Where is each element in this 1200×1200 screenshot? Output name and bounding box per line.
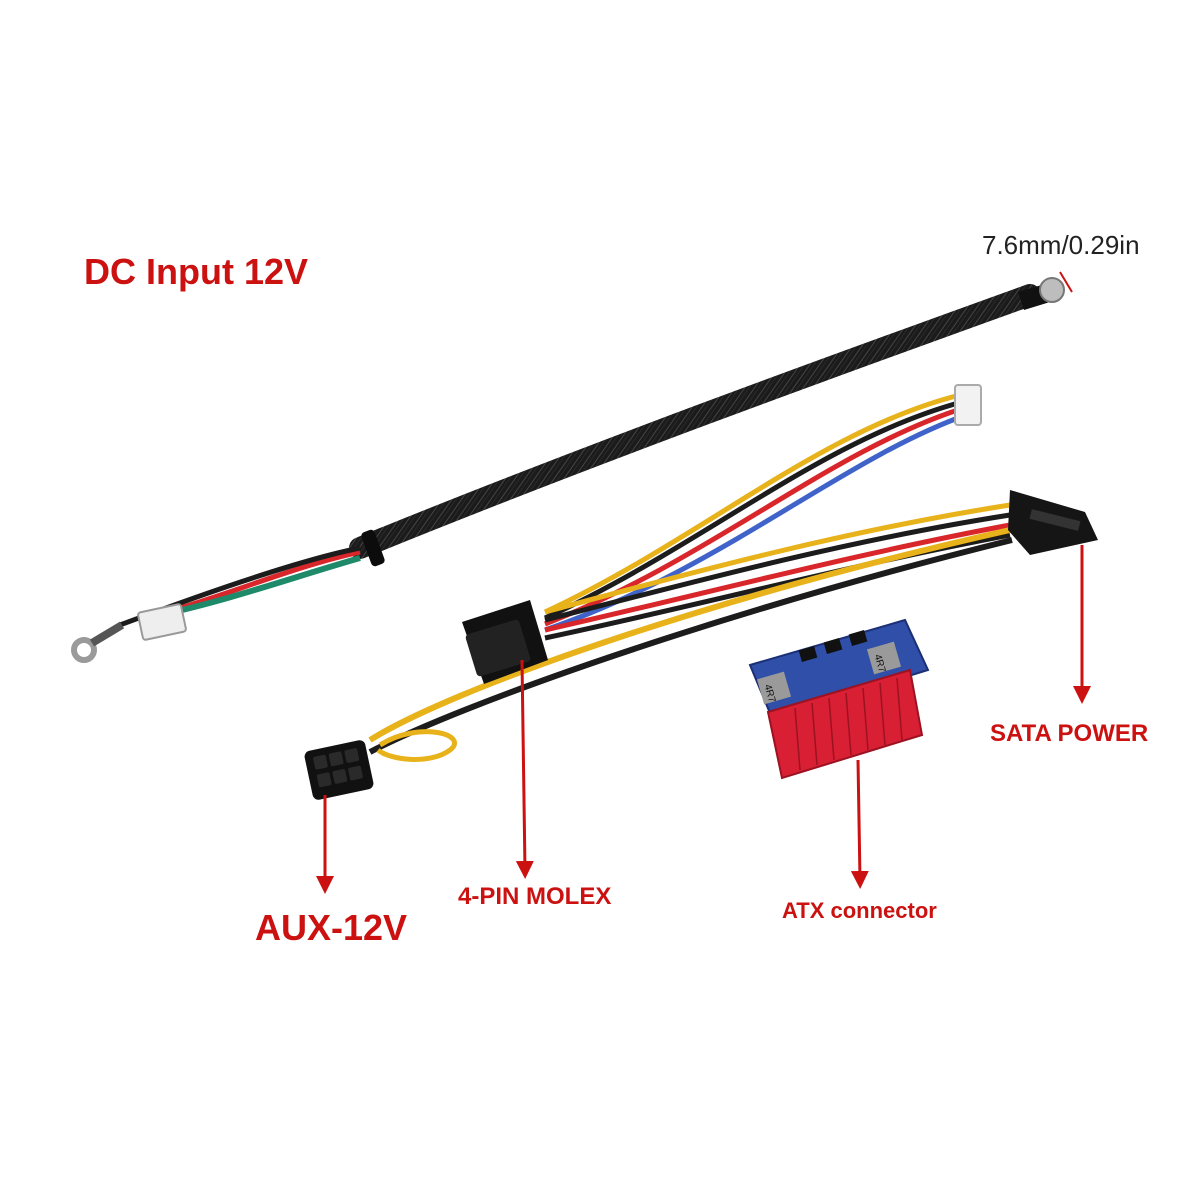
four-pin-header — [954, 384, 982, 426]
aux-connector — [304, 740, 374, 800]
harness-wire-black-top — [543, 399, 963, 621]
aux-wire-yellow — [368, 527, 1011, 743]
molex-label: 4-PIN MOLEX — [458, 883, 612, 910]
dc-barrel-plug — [1039, 277, 1065, 303]
aux-wire-yellow-loop — [376, 729, 458, 762]
ring-terminal — [71, 637, 97, 663]
cable-tie — [361, 529, 385, 567]
aux-pin — [332, 769, 348, 784]
sata-power-connector — [1008, 490, 1098, 555]
board-marking: 4R7 — [872, 653, 888, 674]
wire-harness — [368, 384, 1013, 762]
sata-wire-red — [544, 522, 1011, 633]
atx-connector-label: ATX connector — [782, 898, 937, 923]
aux-pin — [344, 748, 360, 763]
pcb-inductor — [866, 641, 902, 675]
dimension-label: 7.6mm/0.29in — [982, 230, 1140, 260]
wire-green-loose — [159, 555, 361, 618]
aux-pin — [313, 754, 328, 770]
sata-wire-black — [544, 512, 1011, 623]
atx-plug — [766, 668, 924, 780]
callout-arrows — [316, 545, 1091, 894]
aux-12v-label: AUX-12V — [255, 907, 408, 948]
dimension-marker — [1059, 271, 1073, 293]
molex-connector — [462, 600, 548, 684]
dc-input-cable — [71, 277, 1065, 663]
jst-connector — [137, 603, 187, 641]
atx-module: 4R7 4R7 — [748, 618, 930, 780]
pcb-inductor — [756, 671, 792, 705]
sata-slot — [1029, 509, 1081, 531]
wire-red-loose — [179, 549, 361, 611]
molex-face — [465, 619, 531, 677]
sata-power-label: SATA POWER — [990, 720, 1149, 747]
pcb-component — [848, 630, 868, 646]
pcb-component — [823, 638, 843, 654]
arrow-molex — [515, 659, 534, 879]
aux-pin — [316, 772, 332, 788]
sata-wire-yellow — [544, 502, 1011, 615]
aux-pin — [328, 751, 344, 767]
arrow-atx — [850, 759, 869, 889]
board-marking: 4R7 — [762, 683, 778, 704]
aux-wire-black — [368, 537, 1013, 755]
aux-pin — [348, 765, 363, 781]
ring-terminal-neck — [89, 621, 125, 647]
harness-wire-yellow-top — [543, 392, 961, 615]
pcb-component — [798, 646, 818, 662]
dc-input-label: DC Input 12V — [84, 251, 309, 292]
braided-sleeve — [349, 284, 1041, 559]
atx-pin-grid — [794, 677, 903, 771]
